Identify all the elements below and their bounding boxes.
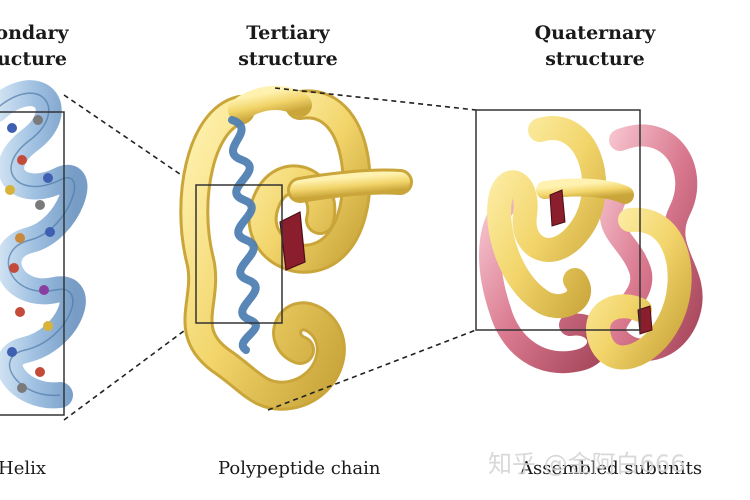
- tertiary-chain-top: [228, 86, 312, 122]
- helix-atoms: [5, 115, 55, 393]
- heme-group-quaternary-1: [549, 189, 566, 227]
- caption-helix: Helix: [0, 458, 47, 479]
- heading-secondary-line2: ucture: [0, 48, 68, 70]
- connector-dash-bottom-right: [267, 329, 477, 411]
- tertiary-chain-front-fill: [182, 98, 343, 408]
- connector-dash-bottom-left: [63, 321, 197, 421]
- helix-frame: [0, 111, 65, 416]
- tertiary-frame: [195, 184, 283, 324]
- subunit-yellow-bar: [536, 178, 634, 204]
- heading-secondary-line1: ondary: [0, 22, 69, 44]
- watermark-text: 知乎 @金阿白666: [488, 450, 686, 478]
- helix-ribbon-edge: [0, 92, 76, 397]
- heading-tertiary: Tertiary structure: [228, 20, 348, 72]
- heading-secondary: ondary ucture: [0, 20, 72, 72]
- quaternary-frame: [475, 109, 641, 331]
- connector-dash-top-right: [274, 87, 477, 111]
- quaternary-group: [475, 109, 703, 374]
- subunit-yellow-left: [487, 116, 606, 319]
- heading-quaternary-line1: Quaternary: [534, 22, 656, 44]
- caption-polypeptide-chain: Polypeptide chain: [218, 458, 381, 479]
- heading-quaternary: Quaternary structure: [525, 20, 665, 72]
- tertiary-helix: [228, 116, 260, 354]
- tertiary-chain-side-fill: [290, 171, 410, 200]
- caption-assembled-subunits: Assembled subunits: [520, 458, 703, 479]
- connector-dash-top-left: [63, 94, 197, 186]
- helix-ribbon-group: [0, 80, 88, 416]
- heading-tertiary-line2: structure: [238, 48, 338, 70]
- heading-quaternary-line2: structure: [545, 48, 645, 70]
- heading-tertiary-line1: Tertiary: [246, 22, 330, 44]
- tertiary-chain-group: [179, 86, 413, 411]
- subunit-yellow-right: [586, 207, 692, 370]
- heme-group-tertiary: [279, 211, 306, 271]
